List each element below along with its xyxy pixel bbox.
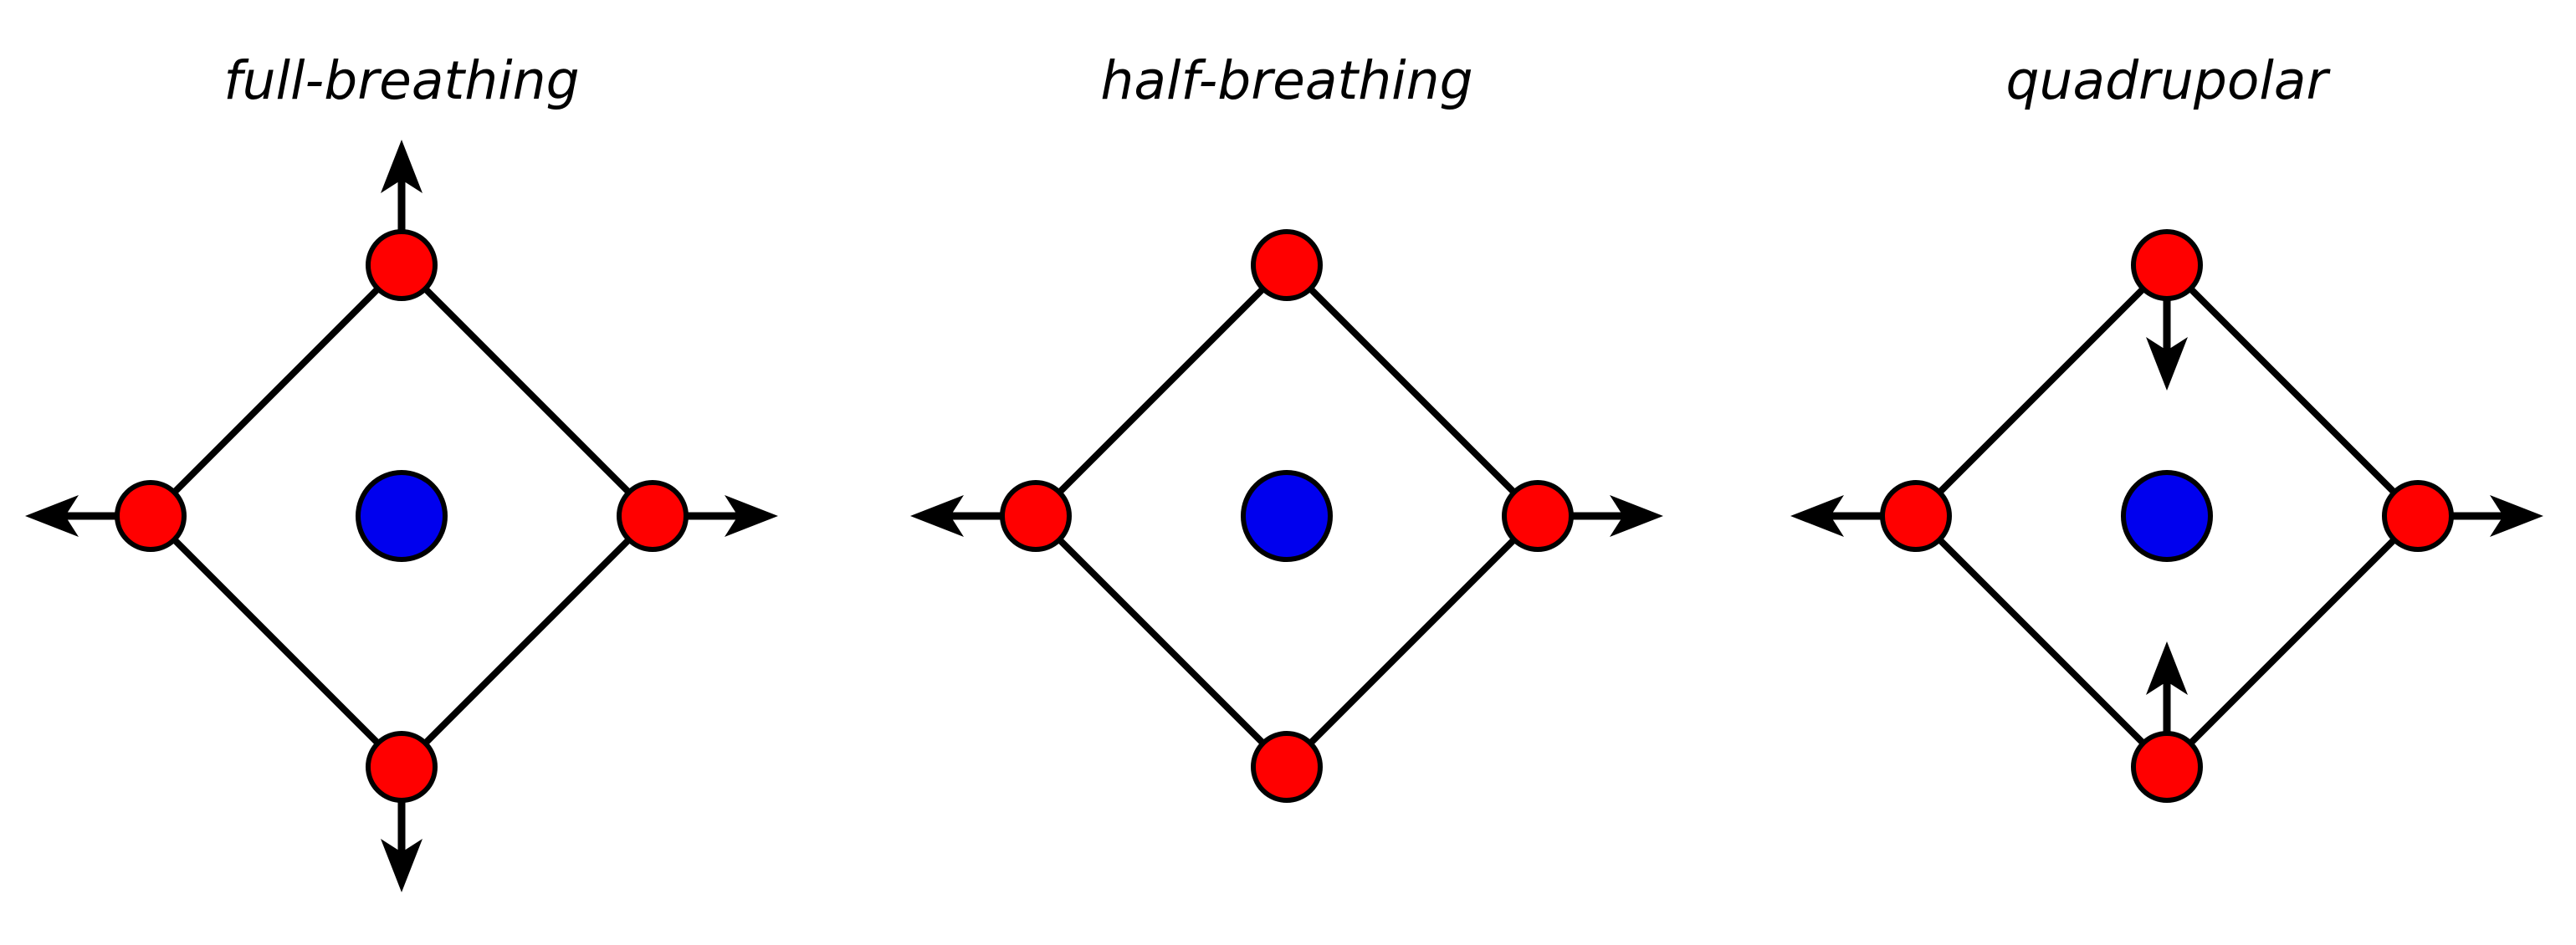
outer-atom-left [1880, 480, 1952, 552]
arrow-head [1610, 495, 1663, 537]
bond-top-right [399, 263, 655, 518]
center-atom [1241, 470, 1333, 562]
bond-left-top [1033, 263, 1289, 518]
outer-atom-bottom [2131, 731, 2203, 803]
bond-bottom-left [1033, 513, 1289, 769]
panel-title: half-breathing [1100, 50, 1472, 111]
arrow-head [910, 495, 964, 537]
arrow-head [725, 495, 778, 537]
center-atom [2121, 470, 2213, 562]
outer-atom-top [366, 229, 438, 301]
outer-atom-bottom [366, 731, 438, 803]
bond-bottom-left [1913, 513, 2169, 769]
atoms [1000, 229, 1574, 803]
bonds [1033, 263, 1540, 769]
arrow-head [381, 140, 423, 193]
panel-full-breathing: full-breathing [25, 50, 778, 892]
outer-atom-right [1502, 480, 1574, 552]
outer-atom-top [2131, 229, 2203, 301]
bond-right-bottom [1284, 513, 1540, 769]
arrow-head [25, 495, 79, 537]
bond-left-top [148, 263, 404, 518]
bond-right-bottom [2164, 513, 2420, 769]
outer-atom-bottom [1251, 731, 1323, 803]
atoms [1880, 229, 2454, 803]
outer-atom-left [1000, 480, 1072, 552]
center-atom [356, 470, 448, 562]
arrow-head [381, 839, 423, 892]
bonds [1913, 263, 2420, 769]
bond-top-right [1284, 263, 1540, 518]
outer-atom-left [115, 480, 187, 552]
bond-top-right [2164, 263, 2420, 518]
arrow-head [2146, 641, 2188, 695]
arrow-head [2490, 495, 2543, 537]
bond-right-bottom [399, 513, 655, 769]
panel-title: full-breathing [223, 50, 579, 111]
panel-title: quadrupolar [2006, 50, 2332, 111]
outer-atom-top [1251, 229, 1323, 301]
panel-quadrupolar: quadrupolar [1790, 50, 2543, 803]
bond-left-top [1913, 263, 2169, 518]
arrow-head [2146, 337, 2188, 391]
outer-atom-right [2382, 480, 2454, 552]
panel-half-breathing: half-breathing [910, 50, 1663, 803]
arrow-head [1790, 495, 1844, 537]
atoms [115, 229, 689, 803]
bond-bottom-left [148, 513, 404, 769]
bonds [148, 263, 655, 769]
outer-atom-right [617, 480, 689, 552]
